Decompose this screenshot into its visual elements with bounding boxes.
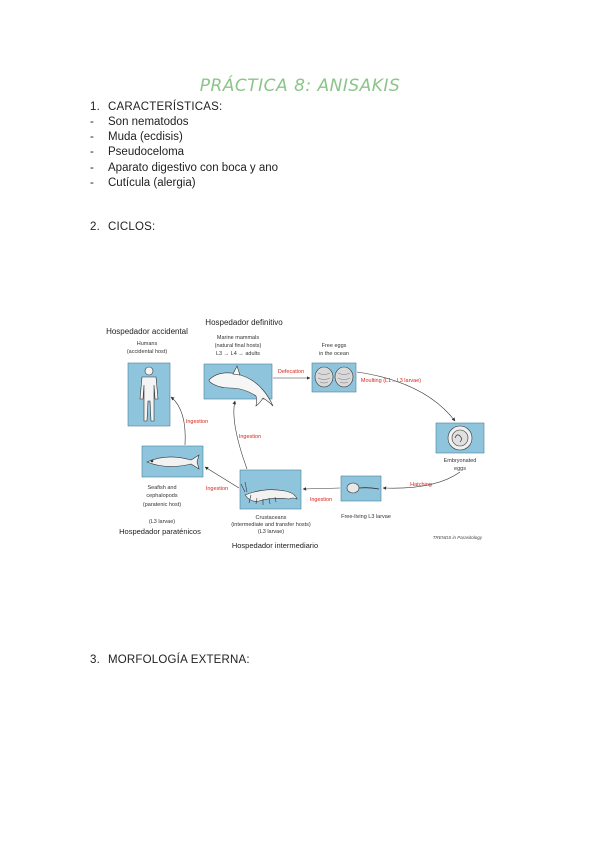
label-in-the-ocean: in the ocean [319, 351, 349, 357]
bullet: - [90, 116, 94, 128]
embryonated-egg-icon [447, 425, 473, 451]
anisakis-life-cycle-diagram: Hospedador accidental Humans (accidental… [106, 318, 485, 550]
egg-icons [314, 366, 354, 388]
arrow-hatching [382, 471, 461, 490]
arrow-label-ingestion-fish: Ingestion [206, 486, 228, 492]
arrow-label-ingestion-crustaceans: Ingestion [310, 497, 332, 503]
human-icon [139, 366, 159, 422]
label-paratenic-host: (paratenic host) [143, 502, 181, 508]
section-number: 1. [90, 101, 100, 113]
section-label: MORFOLOGÍA EXTERNA: [108, 654, 250, 666]
label-free-living-larvae: Free-living L3 larvae [341, 514, 391, 520]
label-l3-l4-adults: L3 → L4 → adults [216, 351, 260, 357]
cycle-arrows [170, 371, 461, 491]
list-item: - Pseudoceloma [90, 145, 278, 160]
arrow-label-defecation: Defecation [278, 369, 304, 375]
arrow-moulting [356, 371, 456, 422]
label-eggs: eggs [454, 466, 466, 472]
shrimp-icon [240, 481, 298, 505]
dolphin-icon [208, 365, 274, 407]
arrow-label-hatching: Hatching [410, 482, 432, 488]
section-heading-cycles: 2. CICLOS: [90, 221, 155, 233]
list-item: - Aparato digestivo con boca y ano [90, 161, 278, 176]
label-l3-larvae-fish: (L3 larvae) [149, 519, 175, 525]
arrow-ingestion-human [170, 396, 186, 446]
source-credit: TRENDS in Parasitology [433, 535, 483, 540]
list-item: - Son nematodos [90, 115, 278, 130]
section-label: CARACTERÍSTICAS: [108, 101, 223, 113]
arrow-ingestion-fish [204, 466, 240, 489]
label-intermediate-transfer-hosts: (intermediate and transfer hosts) [231, 522, 311, 528]
page-title: PRÁCTICA 8: ANISAKIS [199, 76, 401, 96]
section-number: 3. [90, 654, 100, 666]
handwritten-definitive-host: Hospedador definitivo [205, 318, 283, 327]
label-embryonated: Embryonated [444, 458, 477, 464]
arrow-label-moulting: Moulting (L1→L3 larvae) [361, 378, 421, 384]
handwritten-accidental-host: Hospedador accidental [106, 327, 188, 336]
label-cephalopods: cephalopods [146, 493, 177, 499]
list-item-text: Pseudoceloma [108, 146, 185, 159]
characteristics-list: - Son nematodos - Muda (ecdisis) - Pseudoce… [90, 115, 278, 191]
bullet: - [90, 131, 94, 144]
label-l3-larvae-crustaceans: (L3 larvae) [258, 529, 284, 535]
bullet: - [90, 161, 94, 174]
list-item: - Cutícula (alergia) [90, 176, 278, 191]
bullet: - [90, 176, 94, 189]
handwritten-paratenic-host: Hospedador paraténicos [119, 527, 201, 536]
larva-icon [346, 482, 380, 494]
list-item: - Muda (ecdisis) [90, 130, 278, 145]
list-item-text: Cutícula (alergia) [108, 176, 196, 189]
arrow-ingestion-mammal [232, 400, 248, 470]
list-item-text: Aparato digestivo con boca y ano [108, 161, 279, 174]
handwritten-intermediate-host: Hospedador intermediario [232, 541, 318, 550]
list-item-text: Muda (ecdisis) [108, 131, 183, 144]
bullet: - [90, 146, 94, 159]
label-humans: Humans [137, 341, 158, 347]
section-heading-characteristics: 1. CARACTERÍSTICAS: [90, 101, 222, 113]
label-natural-final-hosts: (natural final hosts) [215, 343, 262, 349]
section-label: CICLOS: [108, 221, 156, 233]
arrow-label-ingestion-mammal: Ingestion [239, 434, 261, 440]
label-accidental-host: (accidental host) [127, 349, 168, 355]
label-free-eggs: Free eggs [322, 343, 347, 349]
label-crustaceans: Crustaceans [256, 515, 287, 521]
list-item-text: Son nematodos [108, 116, 189, 128]
arrow-ingestion-crustaceans [302, 487, 341, 491]
label-seafish-and: Seafish and [147, 485, 176, 491]
label-marine-mammals: Marine mammals [217, 335, 259, 341]
section-heading-morphology: 3. MORFOLOGÍA EXTERNA: [90, 654, 250, 666]
arrow-label-ingestion-human: Ingestion [186, 419, 208, 425]
fish-icon [146, 454, 200, 470]
section-number: 2. [90, 221, 100, 233]
